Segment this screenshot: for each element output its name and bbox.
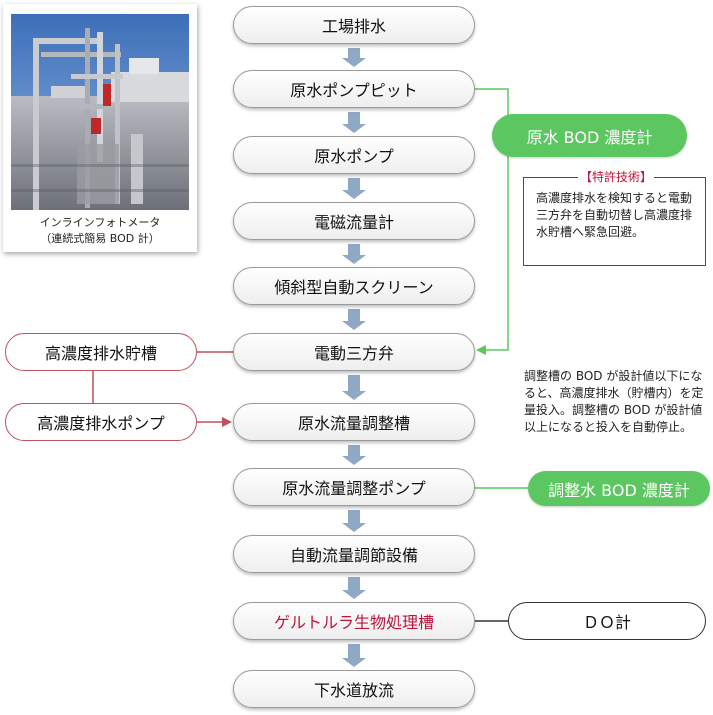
flow-step-factory-wastewater: 工場排水: [233, 6, 475, 44]
flow-arrow-4: [342, 309, 366, 330]
flow-step-auto-flow-control: 自動流量調節設備: [233, 535, 475, 573]
flow-step-sewer-discharge: 下水道放流: [233, 670, 475, 708]
raw-bod-meter: 原水 BOD 濃度計: [492, 114, 687, 157]
flow-step-electromagnetic-flowmeter: 電磁流量計: [233, 202, 475, 240]
flow-step-raw-water-pump-pit: 原水ポンプピット: [233, 70, 475, 108]
do-meter: ＤＯ計: [508, 602, 706, 640]
patent-title: 【特許技術】: [578, 170, 655, 184]
flow-step-three-way-valve: 電動三方弁: [233, 333, 475, 371]
patent-callout: 【特許技術】 高濃度排水を検知すると電動三方弁を自動切替し高濃度排水貯槽へ緊急回…: [523, 170, 706, 266]
flow-step-flow-regulating-pump: 原水流量調整ポンプ: [233, 468, 475, 506]
flow-arrow-7: [342, 510, 366, 532]
flow-arrow-1: [342, 112, 366, 133]
photo-caption-title: インラインフォトメータ: [39, 216, 161, 229]
flow-arrow-6: [342, 445, 366, 465]
flow-step-flow-regulating-tank: 原水流量調整槽: [233, 403, 475, 441]
flow-arrow-9: [342, 644, 366, 667]
flow-step-raw-water-pump: 原水ポンプ: [233, 136, 475, 174]
patent-body: 高濃度排水を検知すると電動三方弁を自動切替し高濃度排水貯槽へ緊急回避。: [536, 191, 693, 239]
high-concentration-tank: 高濃度排水貯槽: [5, 333, 197, 371]
flow-arrow-2: [342, 178, 366, 199]
flow-step-inclined-screen: 傾斜型自動スクリーン: [233, 267, 475, 305]
adjusted-bod-meter: 調整水 BOD 濃度計: [528, 471, 710, 506]
flow-arrow-3: [342, 244, 366, 264]
high-concentration-pump: 高濃度排水ポンプ: [5, 403, 197, 441]
photo-caption-subtitle: （連続式簡易 BOD 計）: [40, 232, 160, 245]
dosing-note: 調整槽の BOD が設計値以下になると、高濃度排水（貯槽内）を定量投入。調整槽の…: [524, 369, 704, 434]
flow-arrow-0: [342, 48, 366, 67]
flow-arrow-5: [342, 375, 366, 400]
inline-photometer-photo: [11, 14, 189, 210]
flow-arrow-8: [342, 577, 366, 599]
photo-card: インラインフォトメータ （連続式簡易 BOD 計）: [3, 4, 197, 252]
flow-step-biological-treatment-tank: ゲルトルラ生物処理槽: [233, 602, 475, 640]
